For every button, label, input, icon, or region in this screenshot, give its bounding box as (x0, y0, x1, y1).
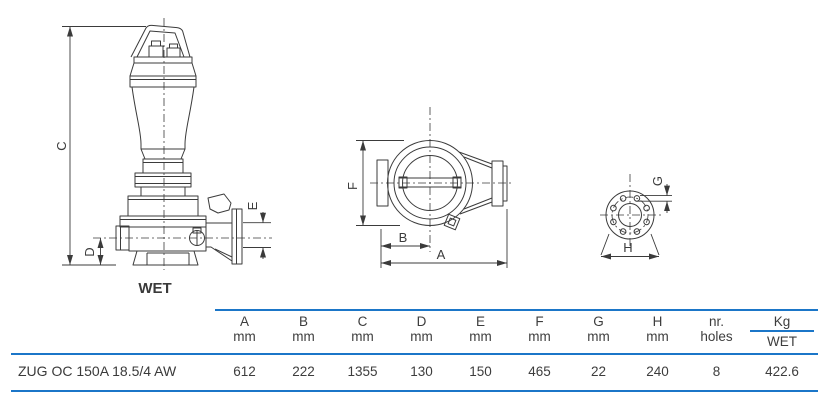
header-col-holes: nr. holes (687, 314, 746, 349)
value-holes: 8 (712, 363, 721, 379)
value-F: 465 (528, 363, 551, 379)
header-col-A: A mm (215, 314, 274, 349)
value-B: 222 (292, 363, 315, 379)
dimension-H: H (600, 233, 660, 260)
header-B-unit: mm (292, 329, 315, 344)
dimension-drawings: C D E WET (54, 18, 672, 297)
table-header-row: A mm B mm C mm D mm E mm F mm (215, 314, 818, 349)
model-name: ZUG OC 150A 18.5/4 AW (18, 363, 177, 379)
header-col-D: D mm (392, 314, 451, 349)
dim-label-C: C (54, 141, 69, 150)
bolt-holes (610, 195, 650, 235)
header-col-H: H mm (628, 314, 687, 349)
header-kg-condition: WET (767, 334, 797, 349)
pump-side-view: C D E WET (54, 18, 272, 297)
value-C: 1355 (347, 363, 378, 379)
table-data-row: ZUG OC 150A 18.5/4 AW 612 222 1355 130 1… (11, 363, 818, 379)
value-E: 150 (469, 363, 492, 379)
header-col-F: F mm (510, 314, 569, 349)
motor-housing (129, 56, 197, 197)
dimension-table: A mm B mm C mm D mm E mm F mm (11, 303, 818, 403)
value-weight: 422.6 (765, 363, 799, 379)
value-G: 22 (590, 363, 607, 379)
dimension-A: A (381, 209, 508, 268)
header-A-letter: A (239, 314, 249, 329)
dim-label-G: G (650, 176, 665, 186)
header-E-unit: mm (469, 329, 492, 344)
value-H: 240 (646, 363, 669, 379)
header-D-unit: mm (410, 329, 433, 344)
header-C-letter: C (357, 314, 368, 329)
dimension-F: F (345, 140, 404, 226)
header-F-unit: mm (528, 329, 551, 344)
header-H-letter: H (652, 314, 663, 329)
dimension-C: C (54, 26, 146, 266)
header-col-G: G mm (569, 314, 628, 349)
dim-label-A: A (437, 247, 446, 262)
table-bottom-rule (11, 390, 818, 392)
header-B-letter: B (298, 314, 308, 329)
dimension-B: B (380, 229, 430, 268)
header-holes-line2: holes (700, 329, 733, 344)
dim-label-D: D (82, 247, 97, 256)
dimension-D: D (82, 238, 104, 265)
dimension-G: G (637, 176, 672, 213)
dim-label-F: F (345, 182, 360, 190)
header-col-B: B mm (274, 314, 333, 349)
dim-label-H: H (623, 240, 632, 255)
table-top-rule (215, 309, 818, 311)
value-D: 130 (410, 363, 433, 379)
discharge-flange-side (206, 193, 243, 265)
header-H-unit: mm (646, 329, 669, 344)
header-E-letter: E (475, 314, 485, 329)
header-G-letter: G (593, 314, 604, 329)
header-kg-label: Kg (750, 314, 814, 332)
header-col-kg: Kg WET (746, 314, 818, 349)
dimension-E: E (243, 201, 271, 259)
cable-glands (148, 40, 181, 58)
wet-caption: WET (138, 280, 171, 297)
lifting-handle-outline (130, 24, 191, 58)
flange-face-view: H G (600, 174, 672, 260)
value-A: 612 (233, 363, 256, 379)
header-holes-line1: nr. (708, 314, 724, 329)
volute-top-view: F B A (345, 107, 512, 268)
dim-label-E: E (245, 201, 260, 210)
table-mid-rule (11, 353, 818, 355)
dim-label-B: B (399, 230, 408, 245)
header-C-unit: mm (351, 329, 374, 344)
header-A-unit: mm (233, 329, 256, 344)
header-col-C: C mm (333, 314, 392, 349)
header-D-letter: D (416, 314, 427, 329)
header-G-unit: mm (587, 329, 610, 344)
bottom-lug (443, 213, 461, 231)
volute-casing (115, 195, 207, 266)
flange-outer-circle (605, 190, 655, 240)
header-F-letter: F (535, 314, 544, 329)
header-col-E: E mm (451, 314, 510, 349)
discharge-flange-front (458, 151, 508, 215)
